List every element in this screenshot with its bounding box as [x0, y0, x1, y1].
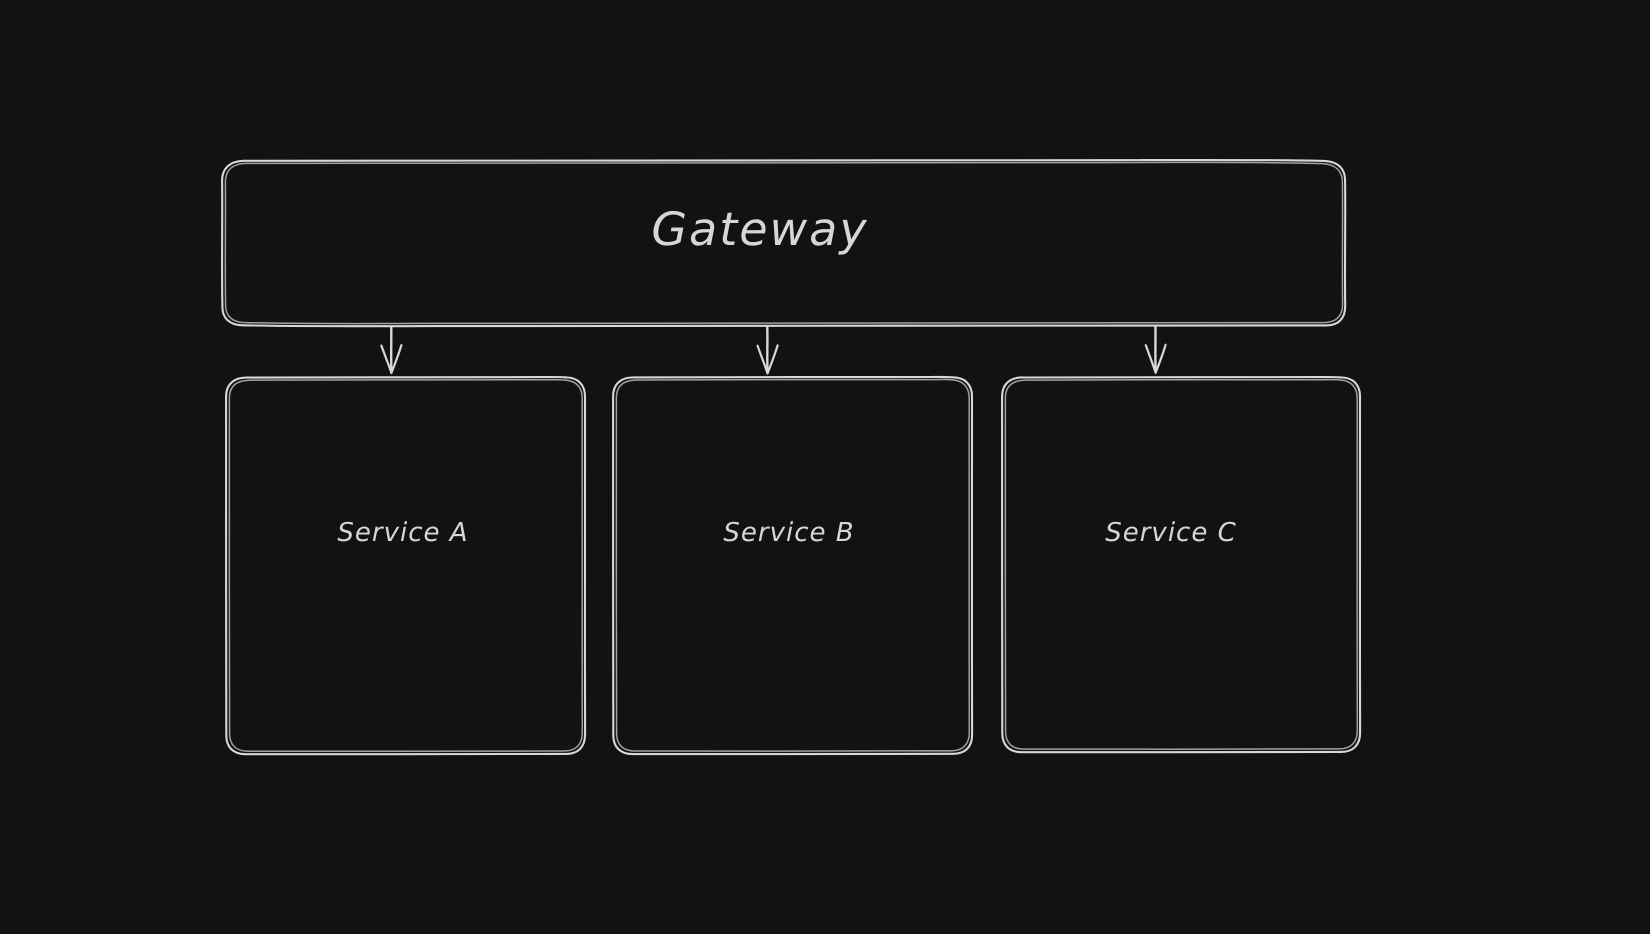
node-label-service-b: Service B [723, 518, 855, 548]
node-label-service-c: Service C [1105, 518, 1237, 548]
service-b-box-stroke-1 [611, 375, 974, 756]
service-c-box-stroke-2 [1004, 378, 1359, 751]
node-service-c[interactable] [1000, 375, 1362, 754]
edge-a-arrowhead [380, 344, 403, 375]
gateway-box-fill [222, 160, 1345, 326]
edge-gateway-to-service-c[interactable] [1144, 325, 1167, 374]
edge-b-arrowhead [756, 344, 779, 375]
gateway-box-stroke-2 [224, 161, 1344, 325]
node-label-gateway: Gateway [651, 202, 869, 256]
service-b-box-fill [613, 377, 972, 754]
service-a-box-stroke-1 [224, 375, 587, 756]
service-c-box-fill [1002, 377, 1360, 752]
node-service-b[interactable] [611, 375, 974, 756]
service-a-box-fill [226, 377, 585, 754]
service-c-box-stroke-1 [1000, 375, 1362, 754]
edge-gateway-to-service-b[interactable] [756, 325, 779, 375]
edge-gateway-to-service-a[interactable] [380, 325, 403, 375]
edge-c-arrowhead [1144, 343, 1167, 374]
service-b-box-stroke-2 [615, 378, 971, 752]
node-gateway[interactable] [221, 158, 1347, 328]
gateway-box-stroke-1 [221, 158, 1347, 328]
service-a-box-stroke-2 [228, 378, 584, 753]
node-label-service-a: Service A [337, 518, 469, 548]
node-service-a[interactable] [224, 375, 587, 756]
